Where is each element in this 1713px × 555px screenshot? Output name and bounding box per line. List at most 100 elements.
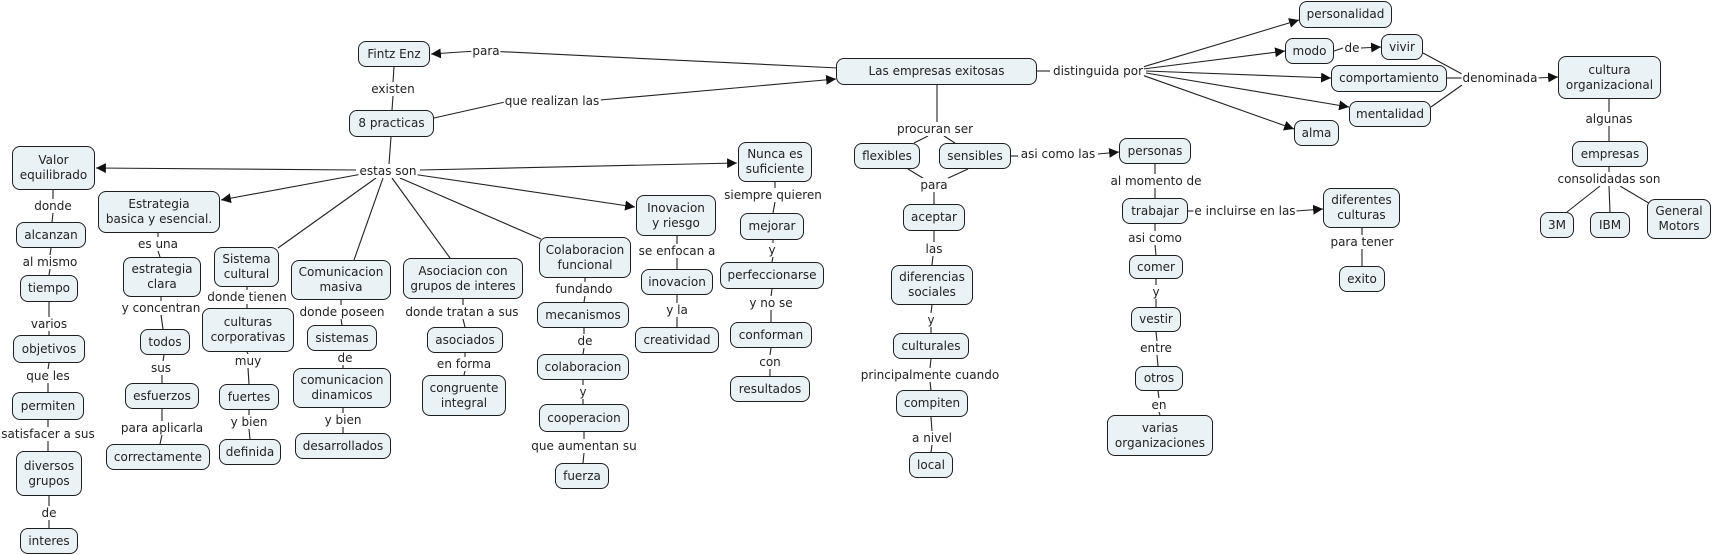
concept-modo[interactable]: modo <box>1285 38 1334 64</box>
connector-arrow <box>1145 70 1332 83</box>
link-y-culturales: y <box>926 313 936 327</box>
connector-arrow <box>1295 204 1324 215</box>
connector-arrow <box>419 158 738 171</box>
link-procuran-ser: procuran ser <box>895 122 975 136</box>
link-para-aceptar: para <box>919 178 949 192</box>
concept-vivir[interactable]: vivir <box>1381 34 1423 60</box>
connector-arrow <box>1097 148 1120 158</box>
link-varios: varios <box>29 317 69 331</box>
concept-alma[interactable]: alma <box>1294 120 1339 146</box>
concept-mentalidad[interactable]: mentalidad <box>1349 101 1431 127</box>
link-siempre-quieren: siempre quieren <box>723 188 823 202</box>
concept-correctamente[interactable]: correctamente <box>106 444 210 470</box>
concept-inovacion-riesgo[interactable]: Inovacion y riesgo <box>636 195 716 236</box>
concept-esfuerzos[interactable]: esfuerzos <box>125 383 199 409</box>
concept-valor-equilibrado[interactable]: Valor equilibrado <box>12 146 95 190</box>
link-donde: donde <box>33 199 73 213</box>
concept-colaboracion-funcional[interactable]: Colaboracion funcional <box>539 237 631 278</box>
connector-arrow <box>1360 42 1382 53</box>
connector-arrow <box>430 48 477 59</box>
concept-flexibles[interactable]: flexibles <box>854 143 920 169</box>
concept-permiten[interactable]: permiten <box>12 392 84 420</box>
concept-comunicacion-masiva[interactable]: Comunicacion masiva <box>291 260 391 300</box>
concept-estrategia-clara[interactable]: estrategia clara <box>123 257 201 297</box>
concept-perfeccionarse[interactable]: perfeccionarse <box>720 262 824 289</box>
concept-comunicacion-dinamicos[interactable]: comunicacion dinamicos <box>293 368 391 408</box>
concept-cooperacion[interactable]: cooperacion <box>539 404 629 432</box>
concept-diferencias-sociales[interactable]: diferencias sociales <box>891 265 973 305</box>
concept-interes[interactable]: interes <box>20 528 78 554</box>
concept-inovacion[interactable]: inovacion <box>641 269 713 295</box>
concept-estrategia-basica[interactable]: Estrategia basica y esencial. <box>98 191 220 233</box>
concept-empresas[interactable]: empresas <box>1572 141 1648 167</box>
concept-empresas-exitosas[interactable]: Las empresas exitosas <box>836 58 1037 85</box>
concept-comer[interactable]: comer <box>1129 255 1183 279</box>
concept-conforman[interactable]: conforman <box>730 322 812 348</box>
link-y-no-se: y no se <box>748 296 794 310</box>
connector-line <box>1430 84 1463 108</box>
link-para-aplicarla: para aplicarla <box>119 421 205 435</box>
concept-cultura-organizacional[interactable]: cultura organizacional <box>1558 56 1661 99</box>
concept-tiempo[interactable]: tiempo <box>20 275 78 302</box>
concept-asociados[interactable]: asociados <box>427 327 503 353</box>
concept-culturas-corporativas[interactable]: culturas corporativas <box>202 308 294 352</box>
connector-line <box>246 351 249 355</box>
link-distinguida-por: distinguida por <box>1051 64 1145 78</box>
concept-congruente-integral[interactable]: congruente integral <box>422 375 506 416</box>
concept-nunca-es-suficiente[interactable]: Nunca es suficiente <box>738 142 812 182</box>
link-donde-tienen: donde tienen <box>206 290 288 304</box>
concept-trabajar[interactable]: trabajar <box>1122 198 1188 224</box>
concept-todos[interactable]: todos <box>140 329 190 355</box>
concept-general-motors[interactable]: General Motors <box>1647 199 1711 239</box>
concept-definida[interactable]: definida <box>219 439 281 465</box>
concept-objetivos[interactable]: objetivos <box>13 335 85 363</box>
connector-line <box>463 370 466 376</box>
concept-resultados[interactable]: resultados <box>730 376 810 402</box>
connector-line <box>930 444 933 453</box>
concept-colaboracion[interactable]: colaboracion <box>537 354 629 380</box>
concept-alcanzan[interactable]: alcanzan <box>16 222 86 248</box>
connector-line <box>1158 411 1161 416</box>
concept-sensibles[interactable]: sensibles <box>939 143 1011 169</box>
concept-mejorar[interactable]: mejorar <box>740 213 804 240</box>
connector-line <box>931 255 934 266</box>
concept-fuertes[interactable]: fuertes <box>219 384 279 410</box>
concept-vestir[interactable]: vestir <box>1131 307 1181 332</box>
concept-mecanismos[interactable]: mecanismos <box>537 302 629 328</box>
concept-diversos-grupos[interactable]: diversos grupos <box>16 451 82 496</box>
concept-fuerza[interactable]: fuerza <box>555 463 609 489</box>
connector-line <box>487 50 839 69</box>
link-asi-como: asi como <box>1127 231 1183 245</box>
concept-diferentes-culturas[interactable]: diferentes culturas <box>1323 188 1400 228</box>
concept-ibm[interactable]: IBM <box>1590 212 1630 238</box>
concept-compiten[interactable]: compiten <box>896 390 968 417</box>
connector-line <box>340 318 343 326</box>
concept-aceptar[interactable]: aceptar <box>903 204 965 231</box>
link-de-interes: de <box>40 506 58 520</box>
link-algunas: algunas <box>1584 112 1634 126</box>
link-y-vestir: y <box>1151 285 1161 299</box>
link-consolidadas-son: consolidadas son <box>1556 172 1662 186</box>
connector-line <box>392 66 395 83</box>
concept-exito[interactable]: exito <box>1339 266 1385 292</box>
concept-comportamiento[interactable]: comportamiento <box>1331 65 1447 92</box>
concept-culturales[interactable]: culturales <box>893 333 969 359</box>
concept-desarrollados[interactable]: desarrollados <box>295 433 391 459</box>
concept-sistemas[interactable]: sistemas <box>307 325 377 351</box>
concept-varias-organizaciones[interactable]: varias organizaciones <box>1107 415 1213 456</box>
concept-sistema-cultural[interactable]: Sistema cultural <box>214 247 279 287</box>
concept-personalidad[interactable]: personalidad <box>1299 1 1392 28</box>
concept-personas[interactable]: personas <box>1119 138 1191 164</box>
connector-line <box>1157 390 1160 399</box>
concept-fintz-enz[interactable]: Fintz Enz <box>358 41 430 67</box>
link-y-bien-desarrollados: y bien <box>323 413 363 427</box>
link-entre: entre <box>1139 341 1173 355</box>
concept-local[interactable]: local <box>909 452 953 478</box>
concept-asociacion-grupos[interactable]: Asociacion con grupos de interes <box>403 258 523 299</box>
concept-3m[interactable]: 3M <box>1540 212 1574 238</box>
concept-otros[interactable]: otros <box>1135 366 1183 391</box>
connector-line <box>913 135 929 144</box>
concept-8-practicas[interactable]: 8 practicas <box>349 110 434 137</box>
concept-creatividad[interactable]: creatividad <box>635 327 719 353</box>
